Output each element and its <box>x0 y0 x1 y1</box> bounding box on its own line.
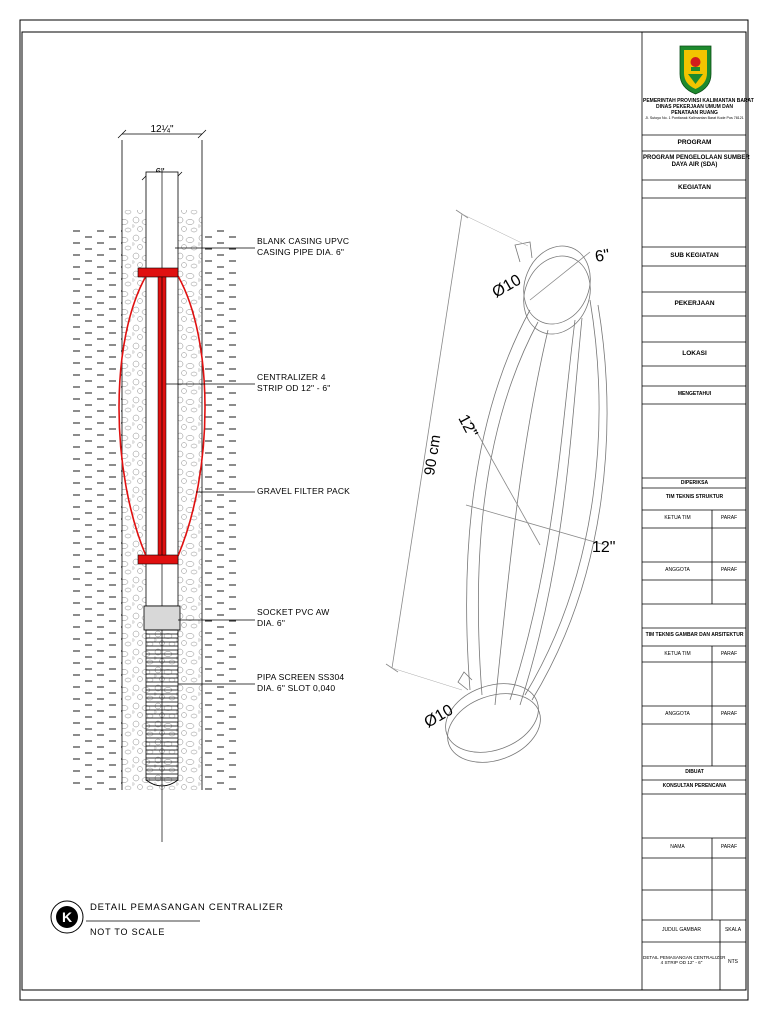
mengetahui-heading: MENGETAHUI <box>677 391 712 397</box>
iso-top-diameter: Ø10 <box>490 272 525 302</box>
inner-frame <box>21 31 747 991</box>
callout-socket: SOCKET PVC AW DIA. 6" <box>257 607 330 629</box>
org-block: PEMERINTAH PROVINSI KALIMANTAN BARAT DIN… <box>643 98 754 121</box>
judul-value-l2: 4 STRIP OD 12" - 6" <box>660 960 703 966</box>
callout-casing: BLANK CASING UPVC CASING PIPE DIA. 6" <box>257 236 349 258</box>
callout-gravel: GRAVEL FILTER PACK <box>257 486 350 497</box>
isometric-centralizer <box>385 209 608 763</box>
centralizer-right-strip <box>177 275 206 557</box>
iso-mid-size-b: 12" <box>592 539 615 556</box>
callout-centralizer-l1: CENTRALIZER 4 <box>257 372 326 382</box>
ketua-tim-1: KETUA TIM <box>664 515 691 521</box>
iso-mid-size-a: 12" <box>454 412 480 441</box>
skala-heading: SKALA <box>724 927 742 933</box>
government-logo <box>679 45 712 95</box>
callout-socket-l1: SOCKET PVC AW <box>257 607 330 617</box>
paraf-4: PARAF <box>720 711 738 717</box>
nama-heading: NAMA <box>670 844 685 850</box>
org-line-3: PENATAAN RUANG <box>671 109 718 116</box>
diperiksa-heading: DIPERIKSA <box>680 480 709 486</box>
callout-screen-l2: DIA. 6" SLOT 0,040 <box>257 683 336 693</box>
title-block <box>641 32 746 990</box>
judul-heading: JUDUL GAMBAR <box>662 927 701 933</box>
soil-left <box>72 230 122 790</box>
dim-outer: 12¼" <box>150 123 173 135</box>
konsultan-heading: KONSULTAN PERENCANA <box>662 783 727 789</box>
soil-right <box>202 230 240 790</box>
paraf-5: PARAF <box>720 844 738 850</box>
anggota-2: ANGGOTA <box>665 711 690 717</box>
pekerjaan-heading: PEKERJAAN <box>674 300 715 307</box>
iso-length-label: 90 cm <box>421 434 444 477</box>
sub-kegiatan-heading: SUB KEGIATAN <box>670 252 719 259</box>
caption-title: DETAIL PEMASANGAN CENTRALIZER <box>90 902 284 913</box>
tim-struktur: TIM TEKNIS STRUKTUR <box>665 494 724 500</box>
paraf-1: PARAF <box>720 515 738 521</box>
paraf-3: PARAF <box>720 651 738 657</box>
judul-value-l1: DETAIL PEMASANGAN CENTRALIZER <box>643 955 726 960</box>
skala-value: NTS <box>728 959 738 965</box>
outer-frame <box>19 19 749 1001</box>
org-line-4: Jl. Sutoyo No. 1 Pontianak Kalimantan Ba… <box>645 116 744 121</box>
org-line-2: DINAS PEKERJAAN UMUM DAN <box>656 103 733 110</box>
iso-bottom-diameter: Ø10 <box>422 702 457 732</box>
detail-symbol-letter: K <box>62 909 72 925</box>
caption: K <box>50 900 200 934</box>
callout-centralizer: CENTRALIZER 4 STRIP OD 12" - 6" <box>257 372 331 394</box>
callout-socket-l2: DIA. 6" <box>257 618 286 628</box>
section-drawing: 12¼" 6" <box>72 123 255 842</box>
centralizer-left-strip <box>118 275 147 557</box>
top-ring <box>523 255 591 335</box>
centralizer-top-collar <box>137 267 179 278</box>
program-value-l2: DAYA AIR (SDA) <box>671 161 718 168</box>
ketua-tim-2: KETUA TIM <box>664 651 691 657</box>
org-line-1: PEMERINTAH PROVINSI KALIMANTAN BARAT <box>643 98 754 104</box>
program-value-l1: PROGRAM PENGELOLAAN SUMBER <box>643 155 750 161</box>
callout-gravel-l1: GRAVEL FILTER PACK <box>257 486 351 496</box>
callout-casing-l1: BLANK CASING UPVC <box>257 236 350 246</box>
program-heading: PROGRAM <box>677 139 712 146</box>
judul-value: DETAIL PEMASANGAN CENTRALIZER 4 STRIP OD… <box>643 955 726 966</box>
program-value: PROGRAM PENGELOLAAN SUMBER DAYA AIR (SDA… <box>643 155 750 169</box>
screen-pipe <box>145 629 179 781</box>
bottom-ring <box>445 683 539 753</box>
callout-casing-l2: CASING PIPE DIA. 6" <box>257 247 345 257</box>
anggota-1: ANGGOTA <box>665 567 690 573</box>
callout-screen: PIPA SCREEN SS304 DIA. 6" SLOT 0,040 <box>257 672 344 694</box>
kegiatan-heading: KEGIATAN <box>678 184 711 191</box>
callout-screen-l1: PIPA SCREEN SS304 <box>257 672 345 682</box>
centralizer-bottom-collar <box>137 554 179 565</box>
dibuat-heading: DIBUAT <box>685 769 704 775</box>
tim-gambar: TIM TEKNIS GAMBAR DAN ARSITEKTUR <box>645 632 744 638</box>
caption-subtitle: NOT TO SCALE <box>90 927 166 937</box>
callout-centralizer-l2: STRIP OD 12" - 6" <box>257 383 331 393</box>
lokasi-heading: LOKASI <box>682 350 707 357</box>
socket-pvc <box>143 605 181 631</box>
iso-top-size: 6" <box>594 247 611 266</box>
paraf-2: PARAF <box>720 567 738 573</box>
